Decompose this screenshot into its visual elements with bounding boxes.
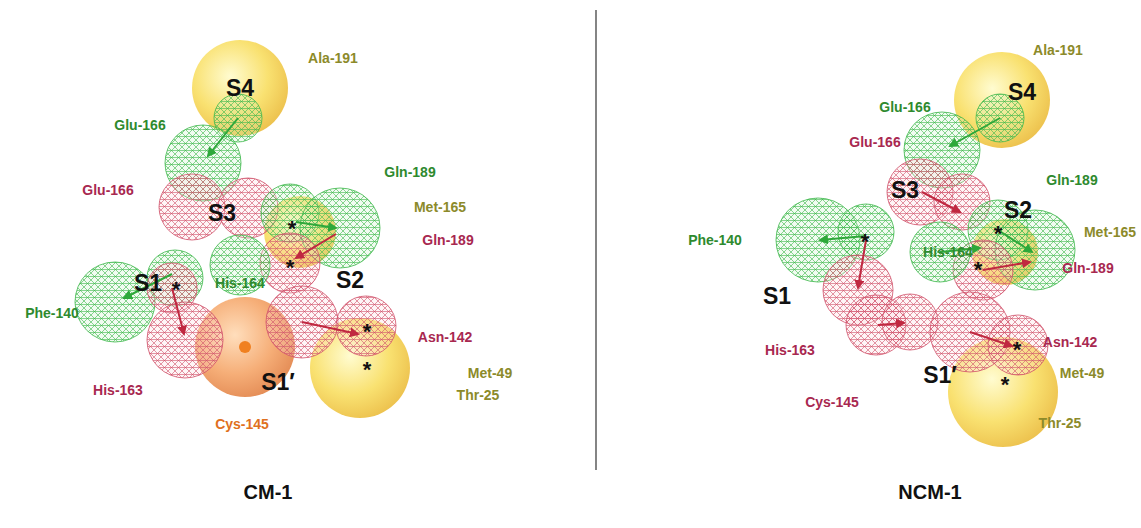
residue-label: Asn-142 xyxy=(418,330,472,344)
residue-label: Gln-189 xyxy=(1046,173,1097,187)
residue-label: Gln-189 xyxy=(384,165,435,179)
residue-label: Gln-189 xyxy=(422,233,473,247)
subsite-label: S3 xyxy=(208,202,236,225)
residue-label: Glu-166 xyxy=(114,118,165,132)
asterisk-mark: * xyxy=(994,223,1003,245)
residue-label: Thr-25 xyxy=(1039,416,1082,430)
mesh-sphere xyxy=(336,296,396,356)
residue-label: Ala-191 xyxy=(1033,43,1083,57)
asterisk-mark: * xyxy=(288,218,297,240)
asterisk-mark: * xyxy=(974,259,983,281)
vector-arrow xyxy=(998,230,1032,252)
residue-label: Glu-166 xyxy=(879,100,930,114)
residue-label: Phe-140 xyxy=(688,233,742,247)
vector-arrow xyxy=(878,323,904,325)
subsite-label: S2 xyxy=(336,269,364,292)
subsite-label: S1′ xyxy=(261,371,295,394)
asterisk-mark: * xyxy=(1013,339,1022,361)
asterisk-mark: * xyxy=(286,257,295,279)
residue-label: Met-165 xyxy=(414,200,466,214)
subsite-label: S1′ xyxy=(923,364,957,387)
mesh-sphere xyxy=(210,235,270,295)
residue-label: Glu-166 xyxy=(82,183,133,197)
panel-title: NCM-1 xyxy=(898,482,961,502)
vector-arrow xyxy=(983,262,1030,270)
asterisk-mark: * xyxy=(363,321,372,343)
residue-label: Met-49 xyxy=(1060,366,1104,380)
residue-label: Met-165 xyxy=(1084,225,1136,239)
asterisk-mark: * xyxy=(861,231,870,253)
mesh-sphere xyxy=(838,204,894,260)
residue-label: His-163 xyxy=(93,383,143,397)
atom-dot xyxy=(239,341,251,353)
subsite-label: S2 xyxy=(1004,199,1032,222)
residue-label: Cys-145 xyxy=(215,417,269,431)
residue-label: His-163 xyxy=(765,343,815,357)
vector-arrow xyxy=(970,332,1012,346)
subsite-label: S1 xyxy=(134,272,162,295)
vector-arrow xyxy=(922,192,960,212)
panel-title: CM-1 xyxy=(244,482,293,502)
residue-label: Ala-191 xyxy=(308,51,358,65)
residue-label: Cys-145 xyxy=(805,395,859,409)
residue-label: Phe-140 xyxy=(25,306,79,320)
mesh-sphere xyxy=(988,315,1048,375)
vector-arrow xyxy=(820,236,866,240)
vector-arrow xyxy=(950,118,1000,146)
vector-arrow xyxy=(296,234,336,258)
residue-label: His-164 xyxy=(215,276,265,290)
residue-label: Met-49 xyxy=(468,366,512,380)
vector-arrow xyxy=(296,222,336,228)
panel-divider xyxy=(595,10,596,470)
mesh-sphere xyxy=(882,294,938,350)
mesh-sphere xyxy=(147,302,223,378)
residue-label: Thr-25 xyxy=(457,388,500,402)
asterisk-mark: * xyxy=(1001,374,1010,396)
asterisk-mark: * xyxy=(363,359,372,381)
residue-label: His-164 xyxy=(923,245,973,259)
subsite-label: S4 xyxy=(226,77,254,100)
asterisk-mark: * xyxy=(172,279,181,301)
subsite-label: S4 xyxy=(1008,81,1036,104)
subsite-label: S1 xyxy=(763,285,791,308)
subsite-label: S3 xyxy=(891,179,919,202)
residue-label: Gln-189 xyxy=(1062,261,1113,275)
vector-arrow xyxy=(208,118,238,156)
vector-arrow xyxy=(302,322,358,334)
residue-label: Asn-142 xyxy=(1043,335,1097,349)
residue-label: Glu-166 xyxy=(849,135,900,149)
